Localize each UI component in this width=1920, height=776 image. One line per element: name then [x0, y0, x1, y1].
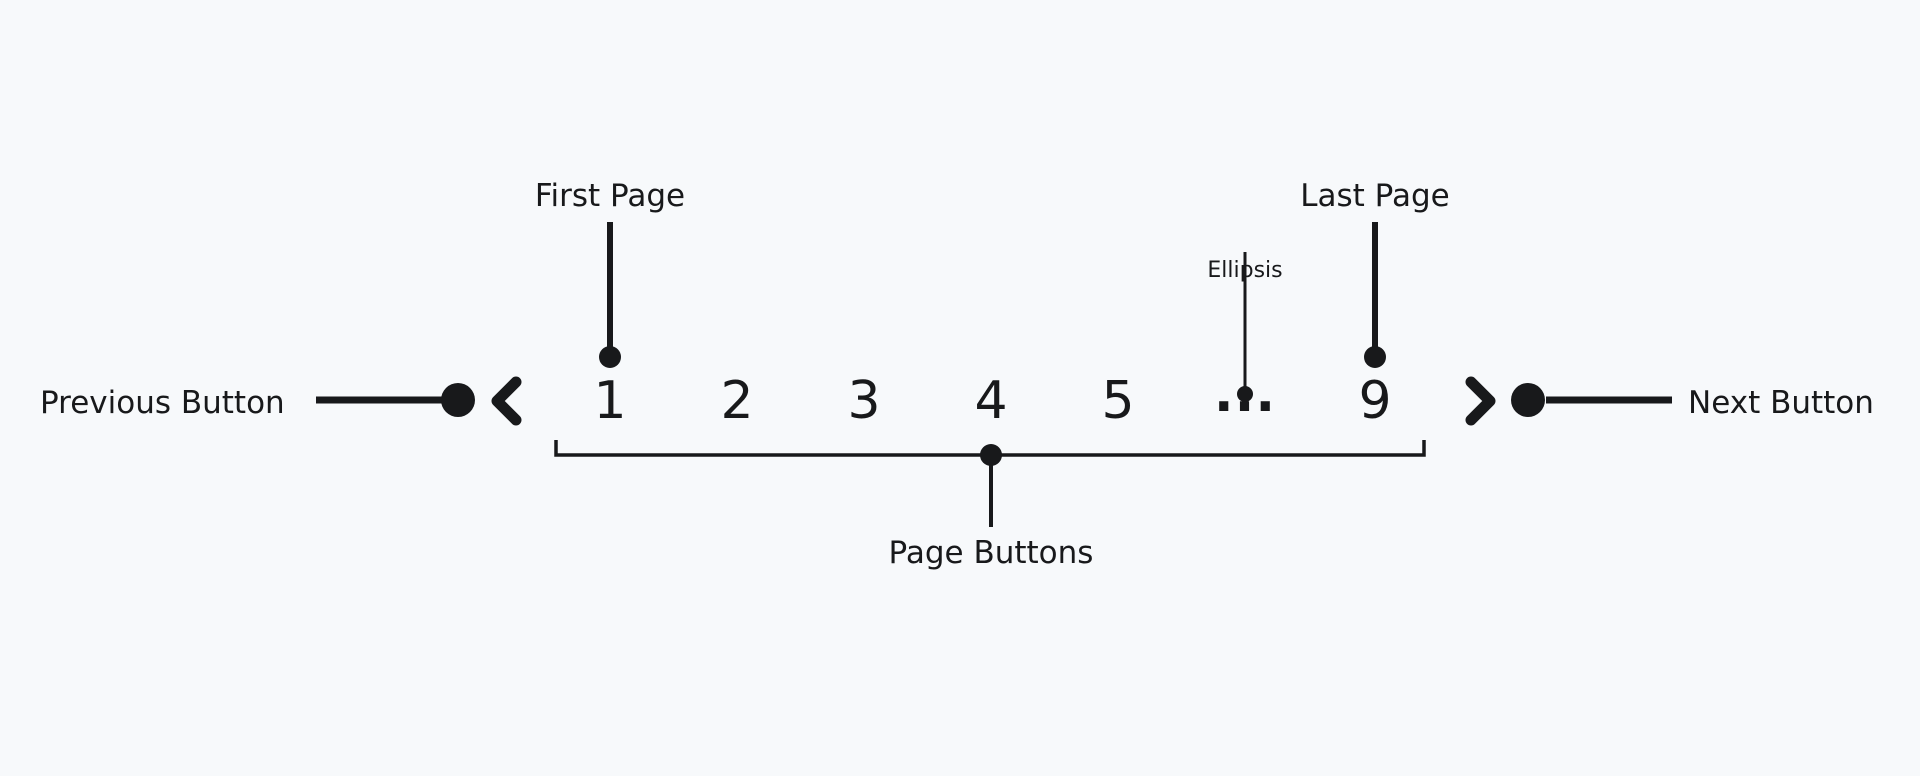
annotation-next-button: Next Button: [1688, 385, 1874, 421]
page-button-5[interactable]: 5: [1101, 371, 1135, 431]
page-buttons-leader-dot: [980, 444, 1002, 466]
annotation-previous-button: Previous Button: [40, 385, 285, 421]
annotation-page-buttons: Page Buttons: [888, 535, 1094, 571]
chevron-left-icon[interactable]: [491, 376, 522, 426]
pagination-ellipsis: ...: [1213, 364, 1277, 424]
annotation-first-page: First Page: [534, 178, 686, 214]
annotation-ellipsis: Ellipsis: [1207, 258, 1283, 283]
ellipsis-leader-dot: [1237, 386, 1253, 402]
page-button-3[interactable]: 3: [847, 371, 881, 431]
page-button-4[interactable]: 4: [974, 371, 1008, 431]
previous-button-leader-dot: [441, 383, 475, 417]
page-button-1[interactable]: 1: [593, 371, 627, 431]
last-page-leader-dot: [1364, 346, 1386, 368]
first-page-leader-dot: [599, 346, 621, 368]
page-button-2[interactable]: 2: [720, 371, 754, 431]
next-button-leader-dot: [1511, 383, 1545, 417]
annotation-last-page: Last Page: [1300, 178, 1450, 214]
page-button-9[interactable]: 9: [1358, 371, 1392, 431]
chevron-right-icon[interactable]: [1465, 376, 1496, 426]
